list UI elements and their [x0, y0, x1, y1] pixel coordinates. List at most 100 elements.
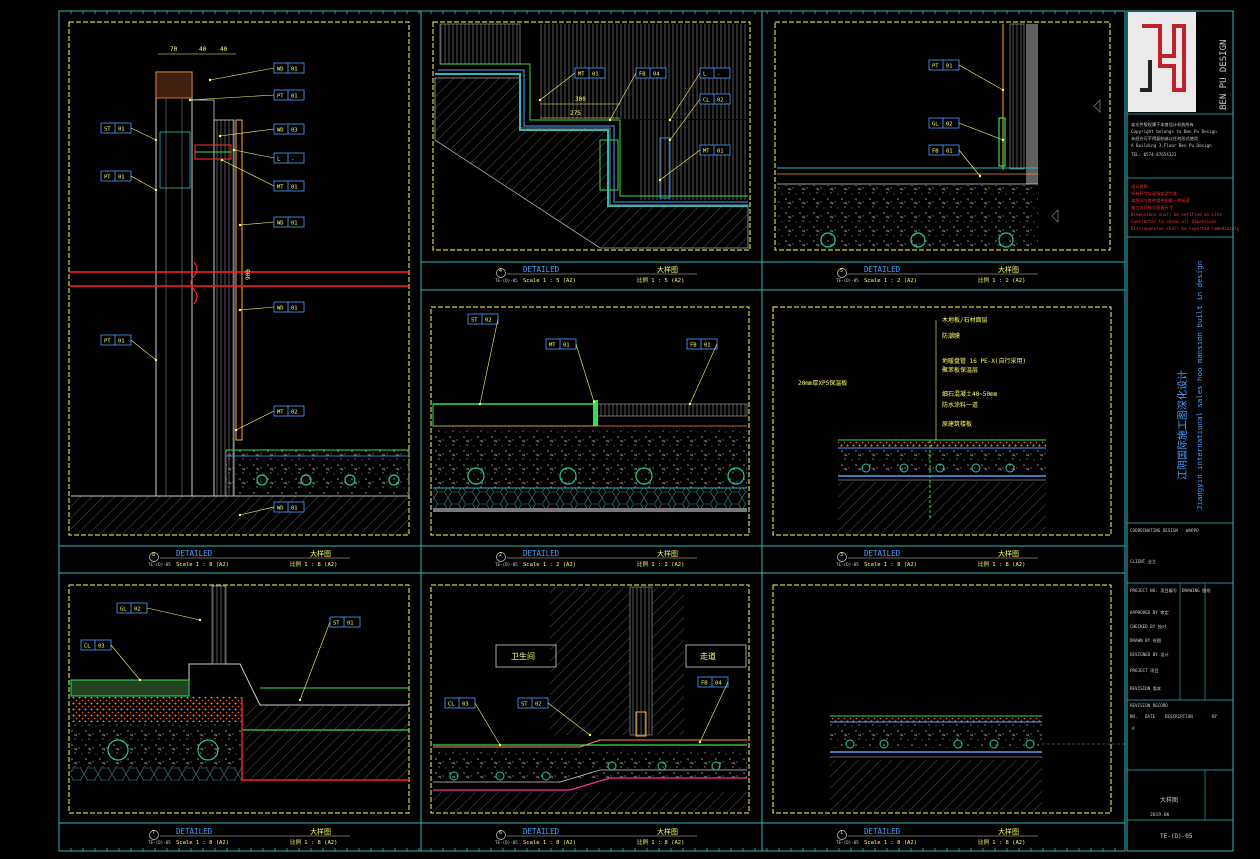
- detail-5-wall-base: [777, 23, 1101, 248]
- sheet-date: 2019.06: [1150, 812, 1170, 818]
- row-designed: DESIGNED BY 设计: [1130, 651, 1169, 658]
- note-layer-4: 防水涂料一道: [942, 401, 978, 409]
- detail-scale: Scale 1 : 8 (A2): [176, 840, 229, 846]
- detail-scale: Scale 1 : 5 (A2): [523, 278, 576, 284]
- detail-number-circle: [149, 552, 159, 562]
- row-revision: REVISION 版本: [1130, 685, 1162, 692]
- material-tag-fb04: FB 04: [635, 67, 667, 79]
- tag-code: PT: [104, 339, 111, 345]
- tag-code: MT: [578, 72, 585, 78]
- tag-code: ST: [521, 702, 528, 708]
- detail-2-floor-junction: [432, 400, 748, 512]
- tag-number: 03: [462, 702, 469, 708]
- tag-number: 01: [347, 621, 354, 627]
- company-line-3: 未经许可不得复制或以任何形式使用: [1131, 135, 1198, 142]
- tag-code: CL: [84, 644, 91, 650]
- detail-number: 8: [152, 552, 155, 558]
- tag-number: 01: [291, 94, 298, 100]
- tag-code: MT: [277, 410, 284, 416]
- tag-code: WD: [277, 306, 284, 312]
- company-line-1: 本文件版权属于本普设计机构所有: [1131, 121, 1194, 128]
- tag-number: 01: [717, 149, 724, 155]
- tag-code: FB: [932, 149, 939, 155]
- detail-title-cn: 大样图: [657, 827, 678, 836]
- frame-corner-marks: [1127, 11, 1234, 852]
- detail-title-cn: 大样图: [998, 265, 1019, 274]
- detail-number: 4: [499, 268, 502, 274]
- detail-6-room-labels: 卫生间 走道: [511, 651, 716, 661]
- tag-code: FB: [639, 72, 646, 78]
- detail-scale-cn: 比例 1 : 8 (A2): [637, 838, 684, 846]
- material-tag-mt01: MT 01: [574, 67, 606, 79]
- detail-scale-cn: 比例 1 : 5 (A2): [637, 276, 684, 284]
- dim-40b: 40: [220, 46, 228, 53]
- row-project: PROJECT 项目: [1130, 668, 1159, 674]
- dim-900: 900: [245, 269, 252, 280]
- tag-number: 03: [98, 644, 105, 650]
- tag-number: 01: [592, 72, 599, 78]
- dim-275: 275: [570, 110, 581, 117]
- tag-number: 04: [715, 681, 722, 687]
- detail-sheet-ref: TE-(D)-05: [836, 278, 859, 283]
- detail-4-stair-section: [434, 23, 749, 249]
- material-tag-l: L-: [273, 152, 305, 164]
- viewport-borders: [68, 21, 1112, 814]
- row-approved: APPROVED BY 审定: [1130, 609, 1169, 616]
- detail-title-text: DETAILED: [864, 549, 901, 558]
- detail-scale-cn: 比例 1 : 8 (A2): [290, 560, 337, 568]
- room-label-corridor: 走道: [700, 651, 716, 661]
- tag-number: -: [291, 157, 294, 163]
- detail-number-circle: [496, 552, 506, 562]
- note-insul: 20mm厚XPS保温板: [798, 379, 847, 387]
- room-label-bathroom: 卫生间: [511, 651, 535, 661]
- detail-number-circle: [496, 268, 506, 278]
- tag-code: PT: [932, 64, 939, 70]
- tag-code: ST: [471, 318, 478, 324]
- logo-mark: [1142, 24, 1186, 92]
- note-line-4: 施工方须核对现场尺寸: [1131, 204, 1173, 211]
- detail-number: 1: [840, 830, 843, 836]
- tag-number: 04: [653, 72, 660, 78]
- row-client: CLIENT 业主: [1130, 558, 1156, 564]
- detail-7-threshold: [70, 585, 409, 781]
- leader-lines: [110, 64, 1005, 747]
- tag-number: 02: [134, 607, 141, 613]
- detail-number-circle: [837, 552, 847, 562]
- note-line-2: 所有尺寸以现场实测为准: [1131, 190, 1177, 197]
- tag-number: 03: [291, 128, 298, 134]
- tag-number: 02: [946, 122, 953, 128]
- detail-sheet-ref: TE-(D)-05: [495, 562, 518, 567]
- detail-scale-cn: 比例 1 : 8 (A2): [978, 838, 1025, 846]
- material-tag-cl03: CL 03: [444, 697, 476, 709]
- detail-number-circle: [837, 830, 847, 840]
- tag-number: 02: [717, 98, 724, 104]
- logo-text: BEN PU DESIGN: [1219, 40, 1229, 110]
- tag-number: 01: [946, 149, 953, 155]
- detail-scale: Scale 1 : 8 (A2): [176, 562, 229, 568]
- row-coordinating-val: WAPPO: [1186, 528, 1199, 533]
- tag-code: PT: [104, 175, 111, 181]
- project-title-en: Jiangyin international sales hoo mansion…: [1195, 261, 1204, 510]
- tag-code: WD: [277, 67, 284, 73]
- detail-scale: Scale 1 : 2 (A2): [523, 562, 576, 568]
- detail-1-floor-layers: [830, 715, 1125, 812]
- company-line-4: A Building 3,Floor Ben Pu Design: [1131, 143, 1212, 148]
- detail-title-text: DETAILED: [523, 265, 560, 274]
- row-checked: CHECKED BY 校对: [1130, 623, 1166, 630]
- detail-title-cn: 大样图: [310, 549, 331, 558]
- detail-scale-cn: 比例 1 : 8 (A2): [978, 560, 1025, 568]
- tag-code: CL: [448, 702, 455, 708]
- row-coordinating: COORDINATING DESIGN: [1130, 528, 1178, 533]
